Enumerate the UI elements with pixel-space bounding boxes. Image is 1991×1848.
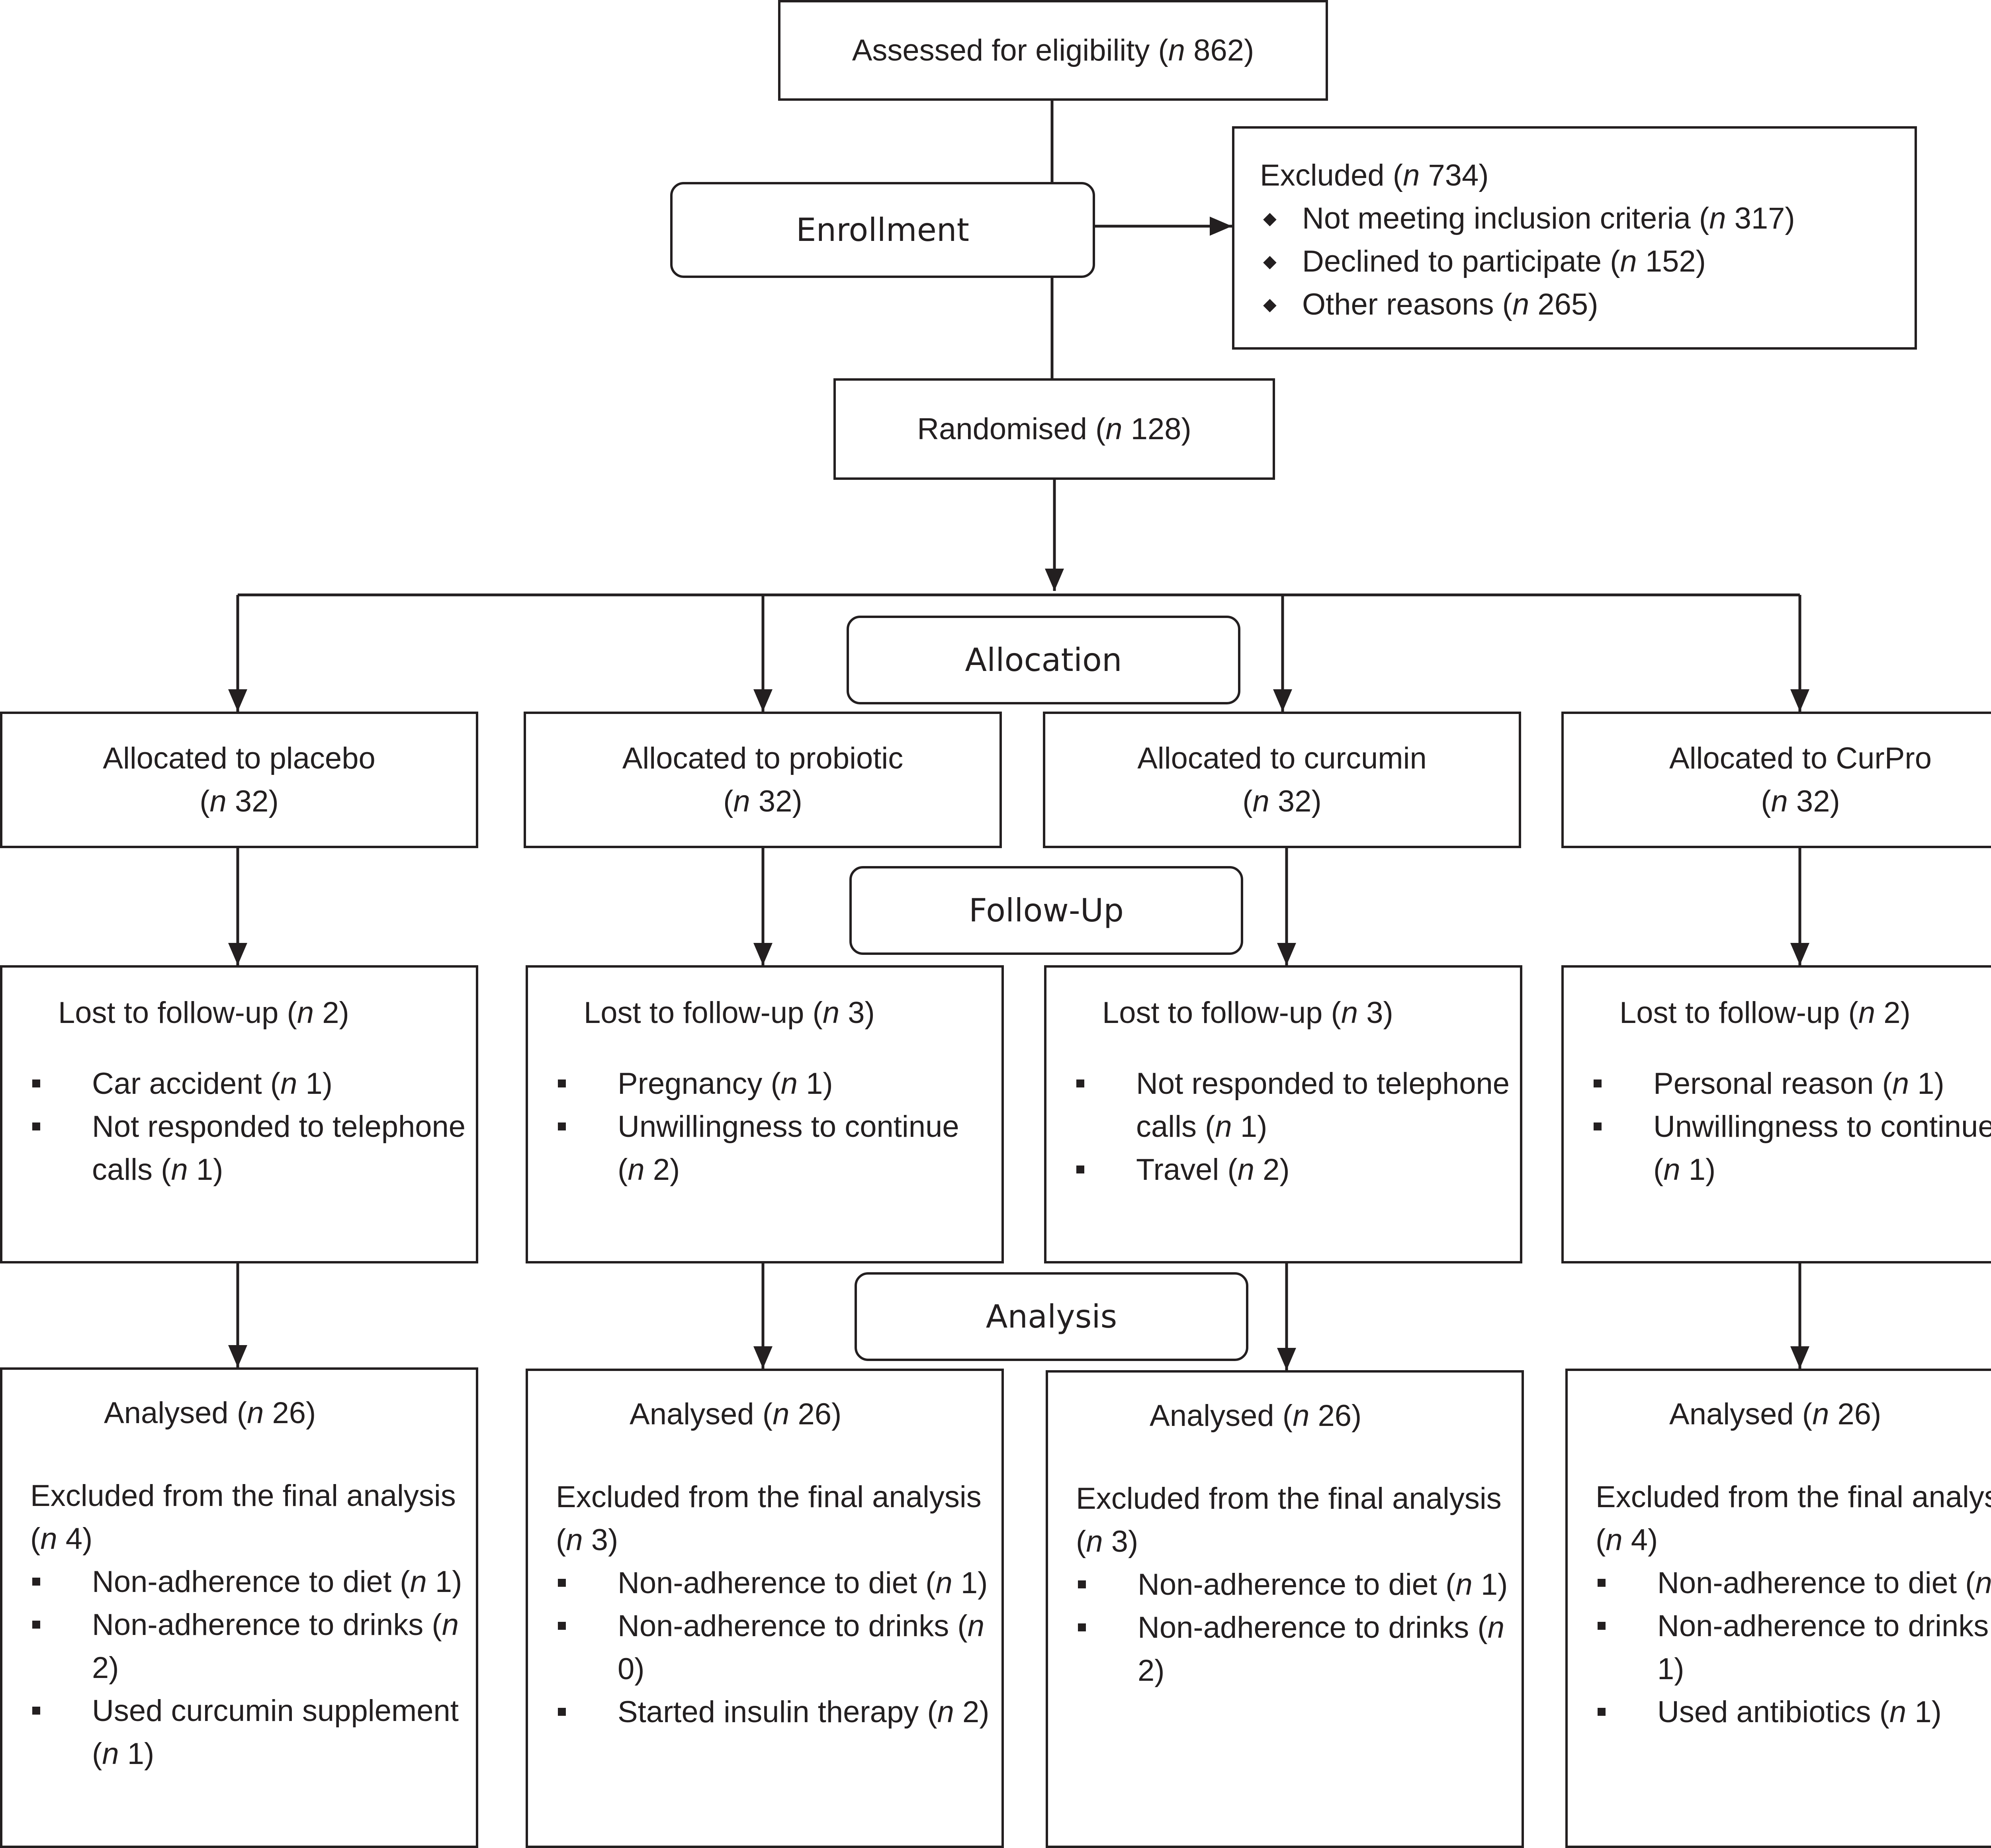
excluded-final-title: Excluded from the final analysis (n 3): [1076, 1482, 1502, 1559]
excluded-reason: Other reasons (n 265): [1234, 283, 1915, 326]
allocated-box-probiotic: Allocated to probiotic (n 32): [524, 712, 1002, 848]
excluded-final-reason: Non-adherence to diet (n 1): [2, 1561, 468, 1604]
arrowhead: [228, 943, 247, 965]
arrowhead: [228, 1345, 247, 1367]
lost-reasons: Not responded to telephone calls (n 1) T…: [1046, 1062, 1512, 1191]
lost-title: Lost to follow-up (n 3): [1102, 996, 1393, 1030]
stage-enrollment-label: Enrollment: [796, 211, 969, 248]
excluded-final-title: Excluded from the final analysis (n 4): [30, 1479, 456, 1556]
analysed-text: Analysed (n 26): [1669, 1397, 1881, 1431]
excluded-final-reason: Started insulin therapy (n 2): [528, 1691, 994, 1734]
lost-reason: Car accident (n 1): [2, 1062, 468, 1105]
stage-analysis-label: Analysis: [986, 1298, 1117, 1335]
lost-box-placebo: Lost to follow-up (n 2) Car accident (n …: [0, 965, 478, 1263]
stage-analysis: Analysis: [855, 1272, 1248, 1361]
arrowhead: [753, 943, 773, 965]
stage-allocation: Allocation: [847, 616, 1240, 704]
assessed-text: Assessed for eligibility (n 862): [852, 33, 1254, 67]
excluded-final-reason: Non-adherence to diet (n 1): [528, 1562, 994, 1605]
lost-reasons: Personal reason (n 1) Unwillingness to c…: [1564, 1062, 1991, 1191]
excluded-final-reasons: Non-adherence to diet (n 1) Non-adherenc…: [2, 1561, 468, 1776]
allocated-text: Allocated to placebo (n 32): [103, 741, 376, 818]
allocated-box-placebo: Allocated to placebo (n 32): [0, 712, 478, 848]
lost-reason: Unwillingness to continue (n 2): [528, 1105, 994, 1191]
randomised-box: Randomised (n 128): [833, 378, 1275, 480]
excluded-reason: Not meeting inclusion criteria (n 317): [1234, 197, 1915, 240]
lost-box-probiotic: Lost to follow-up (n 3) Pregnancy (n 1) …: [526, 965, 1004, 1263]
lost-reason: Personal reason (n 1): [1564, 1062, 1991, 1105]
arrowhead: [1790, 689, 1809, 712]
lost-reason: Not responded to telephone calls (n 1): [1046, 1062, 1512, 1148]
lost-reasons: Car accident (n 1) Not responded to tele…: [2, 1062, 468, 1191]
excluded-final-title: Excluded from the final analysis (n 3): [556, 1480, 982, 1557]
excluded-final-reason: Non-adherence to diet (n 2): [1568, 1562, 1991, 1605]
analysed-box-curcumin: Analysed (n 26) Excluded from the final …: [1046, 1370, 1524, 1848]
arrowhead: [1277, 943, 1296, 965]
lost-reasons: Pregnancy (n 1) Unwillingness to continu…: [528, 1062, 994, 1191]
stage-follow-up-label: Follow-Up: [968, 892, 1124, 929]
stage-follow-up: Follow-Up: [849, 866, 1243, 955]
stage-enrollment: Enrollment: [670, 182, 1095, 278]
lost-title: Lost to follow-up (n 2): [1619, 996, 1911, 1030]
excluded-final-reasons: Non-adherence to diet (n 2) Non-adherenc…: [1568, 1562, 1991, 1734]
allocated-text: Allocated to probiotic (n 32): [622, 741, 904, 818]
arrowhead: [1045, 569, 1064, 591]
arrowhead: [1210, 217, 1232, 236]
allocated-box-curcumin: Allocated to curcumin (n 32): [1043, 712, 1521, 848]
arrowhead: [228, 689, 247, 712]
excluded-final-reason: Non-adherence to diet (n 1): [1048, 1563, 1514, 1606]
arrowhead: [1273, 689, 1292, 712]
lost-box-curcumin: Lost to follow-up (n 3) Not responded to…: [1044, 965, 1522, 1263]
allocated-text: Allocated to CurPro (n 32): [1669, 741, 1932, 818]
excluded-final-title: Excluded from the final analysis (n 4): [1596, 1480, 1991, 1557]
excluded-final-reason: Non-adherence to drinks (n 2): [2, 1604, 468, 1690]
lost-title: Lost to follow-up (n 3): [584, 996, 875, 1030]
arrowhead: [1277, 1348, 1296, 1370]
excluded-final-reason: Non-adherence to drinks (n 1): [1568, 1605, 1991, 1691]
randomised-text: Randomised (n 128): [917, 412, 1191, 446]
lost-title: Lost to follow-up (n 2): [58, 996, 349, 1030]
lost-reason: Pregnancy (n 1): [528, 1062, 994, 1105]
arrowhead: [1790, 943, 1809, 965]
excluded-final-reasons: Non-adherence to diet (n 1) Non-adherenc…: [528, 1562, 994, 1734]
excluded-final-reason: Used antibiotics (n 1): [1568, 1691, 1991, 1734]
analysed-box-curpro: Analysed (n 26) Excluded from the final …: [1565, 1369, 1991, 1848]
lost-reason: Not responded to telephone calls (n 1): [2, 1105, 468, 1191]
arrowhead: [753, 689, 773, 712]
analysed-box-probiotic: Analysed (n 26) Excluded from the final …: [526, 1369, 1004, 1848]
lost-reason: Unwillingness to continue (n 1): [1564, 1105, 1991, 1191]
excluded-final-reason: Non-adherence to drinks (n 2): [1048, 1606, 1514, 1692]
lost-box-curpro: Lost to follow-up (n 2) Personal reason …: [1561, 965, 1991, 1263]
excluded-box: Excluded (n 734) Not meeting inclusion c…: [1232, 126, 1917, 350]
arrowhead: [1790, 1346, 1809, 1369]
arrowhead: [753, 1346, 773, 1369]
allocated-text: Allocated to curcumin (n 32): [1137, 741, 1427, 818]
analysed-box-placebo: Analysed (n 26) Excluded from the final …: [0, 1367, 478, 1848]
allocated-box-curpro: Allocated to CurPro (n 32): [1561, 712, 1991, 848]
stage-allocation-label: Allocation: [965, 641, 1122, 679]
analysed-text: Analysed (n 26): [1150, 1399, 1362, 1433]
analysed-text: Analysed (n 26): [630, 1397, 842, 1431]
assessed-box: Assessed for eligibility (n 862): [778, 0, 1328, 101]
lost-reason: Travel (n 2): [1046, 1148, 1512, 1191]
excluded-final-reasons: Non-adherence to diet (n 1) Non-adherenc…: [1048, 1563, 1514, 1692]
excluded-reason: Declined to participate (n 152): [1234, 240, 1915, 283]
excluded-final-reason: Non-adherence to drinks (n 0): [528, 1605, 994, 1691]
excluded-reasons: Not meeting inclusion criteria (n 317) D…: [1234, 197, 1915, 326]
analysed-text: Analysed (n 26): [104, 1396, 316, 1430]
excluded-final-reason: Used curcumin supplement (n 1): [2, 1690, 468, 1776]
excluded-title: Excluded (n 734): [1260, 158, 1489, 192]
